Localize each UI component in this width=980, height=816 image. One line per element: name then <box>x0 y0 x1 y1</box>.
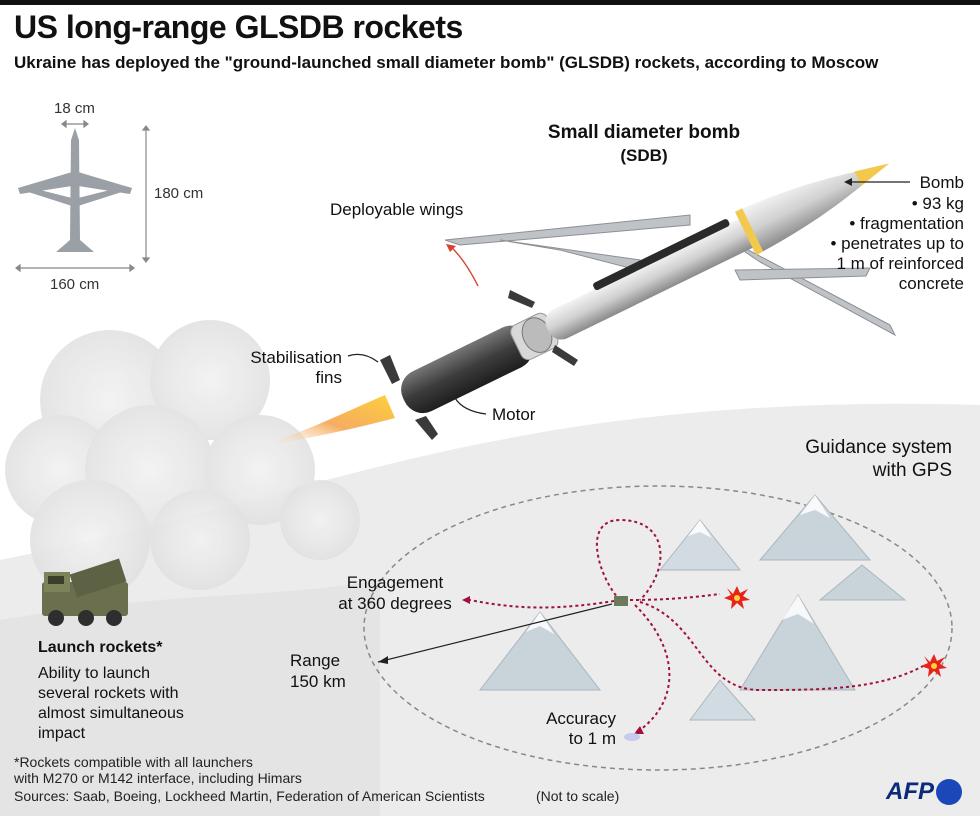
range-label-2: 150 km <box>290 672 346 691</box>
bomb-line: concrete <box>898 274 964 293</box>
top-bar <box>0 0 980 5</box>
trajectories <box>469 518 926 731</box>
wings-label: Deployable wings <box>330 200 464 219</box>
launcher-desc-line: impact <box>38 725 86 742</box>
guidance-title-2: with GPS <box>872 460 952 481</box>
width-label: 18 cm <box>54 100 95 117</box>
range-ellipse <box>363 485 953 771</box>
munition-marker <box>614 596 628 606</box>
stabilisation-fins <box>380 290 578 440</box>
engagement-label-2: at 360 degrees <box>338 594 452 613</box>
engagement-label-1: Engagement <box>346 573 444 592</box>
wing-deploy-arrow <box>449 245 479 287</box>
sdb-subtitle: (SDB) <box>620 146 668 165</box>
dimension-lines <box>15 119 151 273</box>
launcher-desc-line: Ability to launch <box>38 665 151 682</box>
bomb-line: 1 m of reinforced <box>836 254 964 273</box>
launcher-title: Launch rockets* <box>38 639 163 656</box>
range-line <box>377 603 613 663</box>
accuracy-label-2: to 1 m <box>568 729 616 748</box>
motor-label: Motor <box>492 405 536 424</box>
fins-label-1: Stabilisation <box>250 348 342 367</box>
afp-logo-text: AFP <box>886 778 934 805</box>
bomb-line: • 93 kg <box>911 194 964 213</box>
footnote-line-1: *Rockets compatible with all launchers <box>14 754 253 770</box>
bomb-line: • fragmentation <box>849 214 964 233</box>
afp-logo: AFP <box>886 778 962 806</box>
launcher-truck-icon <box>42 558 128 626</box>
rocket-flame <box>255 395 395 448</box>
guidance-title-1: Guidance system <box>805 437 952 458</box>
top-view-silhouette <box>18 128 132 252</box>
rocket-body <box>401 163 890 414</box>
page-subtitle: Ukraine has deployed the "ground-launche… <box>14 53 879 72</box>
globe-icon <box>936 779 962 805</box>
launcher-desc-line: several rockets with <box>38 685 179 702</box>
wingspan-label: 160 cm <box>50 276 100 293</box>
fins-label-2: fins <box>315 368 342 387</box>
accuracy-target <box>624 733 640 741</box>
sdb-title: Small diameter bomb <box>547 122 741 143</box>
deployable-wings <box>444 214 897 337</box>
page-title: US long-range GLSDB rockets <box>14 9 463 45</box>
accuracy-label-1: Accuracy <box>546 709 616 728</box>
range-label-1: Range <box>290 651 341 670</box>
scale-note: (Not to scale) <box>536 788 620 804</box>
callout-pointers <box>347 181 910 415</box>
bomb-line: • penetrates up to <box>830 234 964 253</box>
length-label: 180 cm <box>154 185 204 202</box>
bomb-title: Bomb <box>919 173 964 192</box>
sources-text: Sources: Saab, Boeing, Lockheed Martin, … <box>14 788 485 804</box>
mountains <box>478 494 907 721</box>
footnote-line-2: with M270 or M142 interface, including H… <box>14 770 302 786</box>
launcher-desc-line: almost simultaneous <box>38 705 184 722</box>
